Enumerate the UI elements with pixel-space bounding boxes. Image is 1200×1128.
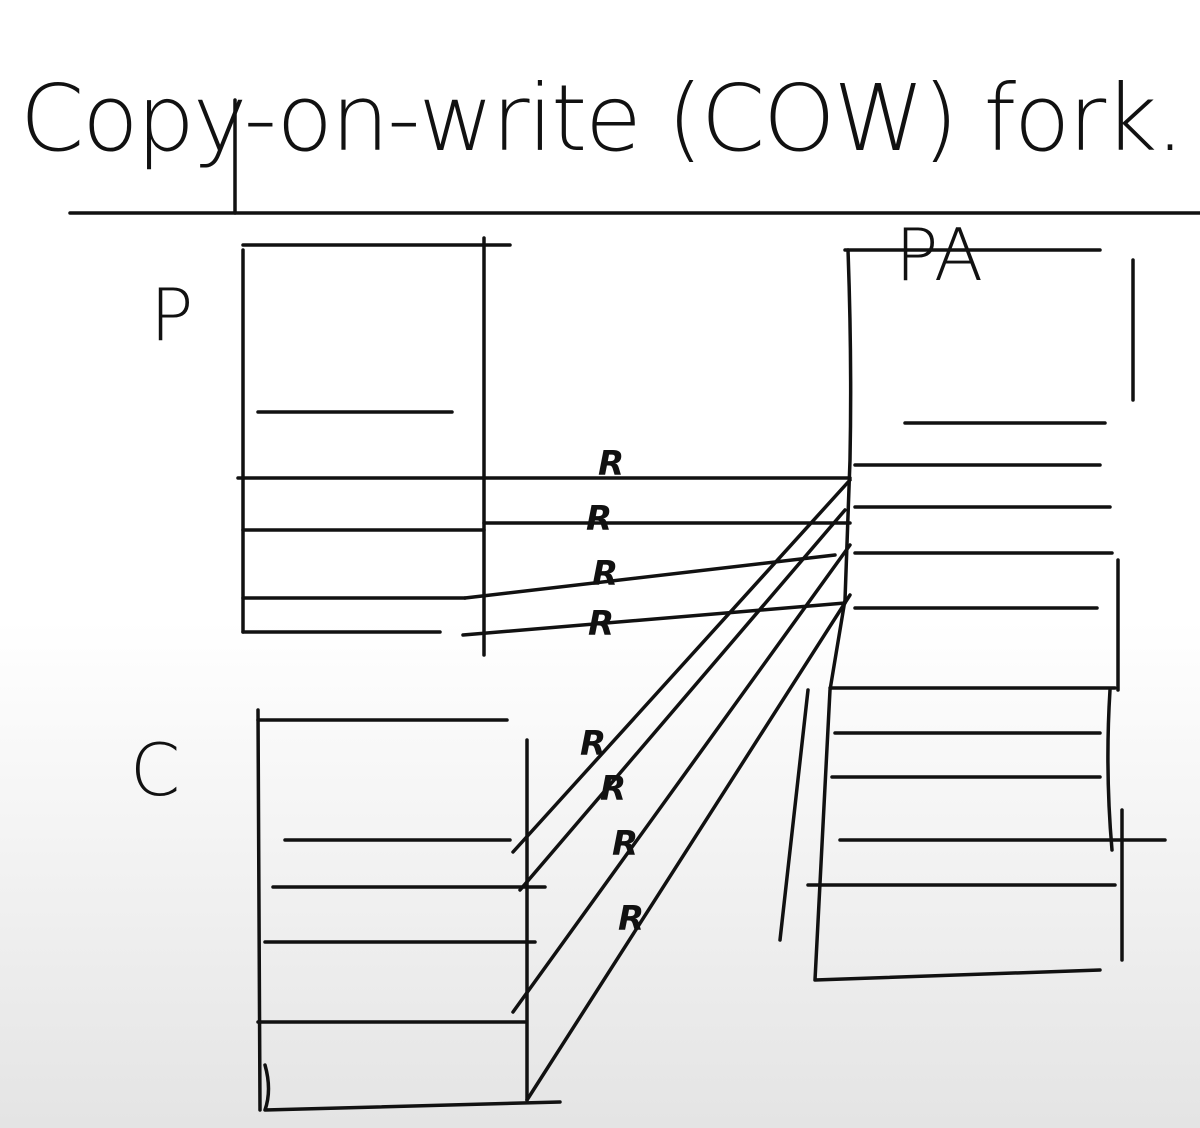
physical-memory xyxy=(778,248,1167,982)
title-underline xyxy=(68,98,1200,215)
read-only-mark: R xyxy=(600,769,626,809)
read-only-mark: R xyxy=(598,444,624,484)
read-only-marks: R R R R R R R R xyxy=(580,444,644,939)
child-mappings xyxy=(511,478,852,1102)
read-only-mark: R xyxy=(618,899,644,939)
read-only-mark: R xyxy=(588,604,614,644)
child-label: C xyxy=(130,728,180,812)
parent-page-table xyxy=(236,236,512,657)
physical-memory-label: PA xyxy=(895,213,983,297)
read-only-mark: R xyxy=(612,824,638,864)
read-only-mark: R xyxy=(592,554,618,594)
read-only-mark: R xyxy=(586,499,612,539)
child-page-table xyxy=(256,708,562,1112)
diagram-title: Copy-on-write (COW) fork. xyxy=(20,65,1183,172)
parent-mappings xyxy=(461,476,852,637)
read-only-mark: R xyxy=(580,724,606,764)
parent-label: P xyxy=(150,273,193,357)
